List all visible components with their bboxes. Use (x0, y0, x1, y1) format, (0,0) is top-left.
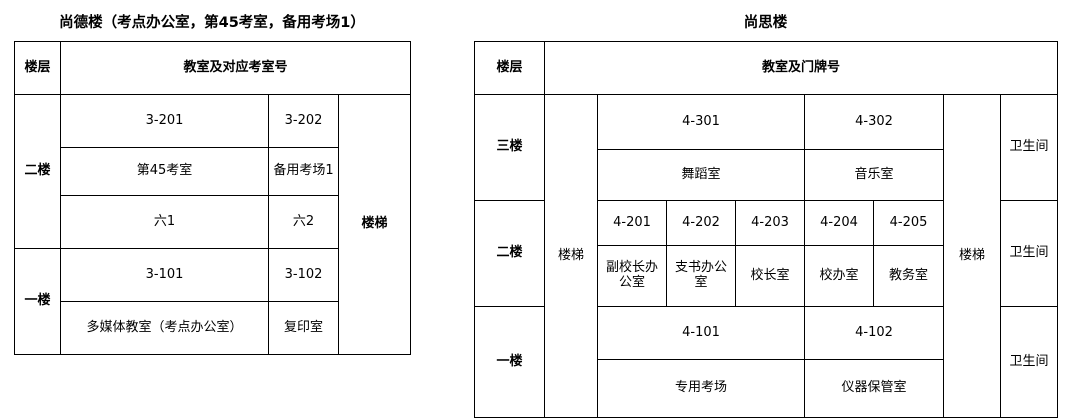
room-class-liu-2: 六2 (268, 195, 339, 249)
room-dedicated-exam-hall: 专用考场 (597, 359, 805, 418)
floor-table-shangsi: 楼层 教室及门牌号 三楼 楼梯 4-301 4-302 楼梯 卫生间 舞蹈室 音… (474, 41, 1059, 418)
room-number-4-102: 4-102 (804, 306, 944, 360)
room-multimedia-classroom: 多媒体教室（考点办公室） (60, 301, 269, 355)
toilet-cell-third-floor: 卫生间 (999, 94, 1059, 201)
header-cell-floor: 楼层 (474, 41, 545, 95)
floor-table-shangde: 楼层 教室及对应考室号 二楼 3-201 3-202 楼梯 第45考室 备用考场… (14, 41, 412, 355)
table-row: 舞蹈室 音乐室 (475, 149, 1058, 201)
room-exam-hall-45: 第45考室 (60, 147, 269, 196)
header-cell-rooms: 教室及对应考室号 (59, 41, 412, 95)
room-number-4-202: 4-202 (666, 200, 736, 246)
toilet-cell-first-floor: 卫生间 (999, 306, 1059, 418)
room-number-3-201: 3-201 (60, 94, 269, 148)
floor-label-first: 一楼 (474, 306, 545, 418)
table-row: 二楼 4-201 4-202 4-203 4-204 4-205 卫生间 (474, 200, 1059, 307)
building-panel-shangsi: 尚思楼 楼层 教室及门牌号 三楼 (474, 14, 1059, 418)
toilet-cell-second-floor: 卫生间 (999, 200, 1059, 307)
room-number-3-202: 3-202 (268, 94, 339, 148)
table-row: 多媒体教室（考点办公室） 复印室 (15, 301, 411, 355)
room-backup-exam-hall-1: 备用考场1 (268, 147, 339, 196)
room-number-4-201: 4-201 (597, 200, 667, 246)
table-header-row: 楼层 教室及对应考室号 (14, 41, 412, 95)
room-number-4-204: 4-204 (804, 200, 874, 246)
room-secretary-office: 支书办公室 (666, 245, 736, 307)
room-copy-room: 复印室 (268, 301, 339, 355)
room-dance-studio: 舞蹈室 (597, 149, 805, 201)
building-title-shangde: 尚德楼（考点办公室，第45考室，备用考场1） (59, 15, 365, 31)
room-number-3-101: 3-101 (60, 248, 269, 302)
room-academic-affairs-office: 教务室 (873, 245, 944, 307)
room-school-office: 校办室 (804, 245, 874, 307)
room-music-room: 音乐室 (804, 149, 944, 201)
stairs-cell-left: 楼梯 (544, 94, 598, 418)
room-number-4-101: 4-101 (597, 306, 805, 360)
header-cell-floor: 楼层 (14, 41, 61, 95)
floor-label-first: 一楼 (14, 248, 61, 355)
floor-label-second: 二楼 (474, 200, 545, 307)
room-vice-principal-office: 副校长办公室 (597, 245, 667, 307)
building-panel-shangde: 尚德楼（考点办公室，第45考室，备用考场1） 楼层 教室及对应考室号 二楼 3-… (14, 14, 412, 355)
table-row: 一楼 3-101 3-102 (14, 248, 411, 355)
room-number-4-203: 4-203 (735, 200, 805, 246)
table-row: 三楼 楼梯 4-301 4-302 楼梯 卫生间 (474, 94, 1059, 418)
table-row: 二楼 3-201 3-202 楼梯 (14, 94, 412, 355)
stairs-cell-right: 楼梯 (943, 94, 1001, 418)
table-row: 第45考室 备用考场1 (15, 147, 411, 196)
room-number-4-302: 4-302 (804, 94, 944, 150)
room-class-liu-1: 六1 (60, 195, 269, 249)
room-instrument-storage: 仪器保管室 (804, 359, 944, 418)
table-row: 专用考场 仪器保管室 (475, 359, 1058, 418)
room-number-4-205: 4-205 (873, 200, 944, 246)
room-number-4-301: 4-301 (597, 94, 805, 150)
floor-label-second: 二楼 (14, 94, 61, 249)
header-cell-rooms: 教室及门牌号 (543, 41, 1059, 95)
table-row: 副校长办公室 支书办公室 校长室 校办室 教务室 (475, 245, 1058, 307)
room-number-3-102: 3-102 (268, 248, 339, 302)
room-principal-office: 校长室 (735, 245, 805, 307)
floor-label-third: 三楼 (474, 94, 545, 201)
table-header-row: 楼层 教室及门牌号 (474, 41, 1059, 95)
stairs-cell: 楼梯 (337, 94, 412, 355)
building-title-shangsi: 尚思楼 (743, 15, 788, 31)
table-row: 一楼 4-101 4-102 卫生间 (474, 306, 1059, 418)
